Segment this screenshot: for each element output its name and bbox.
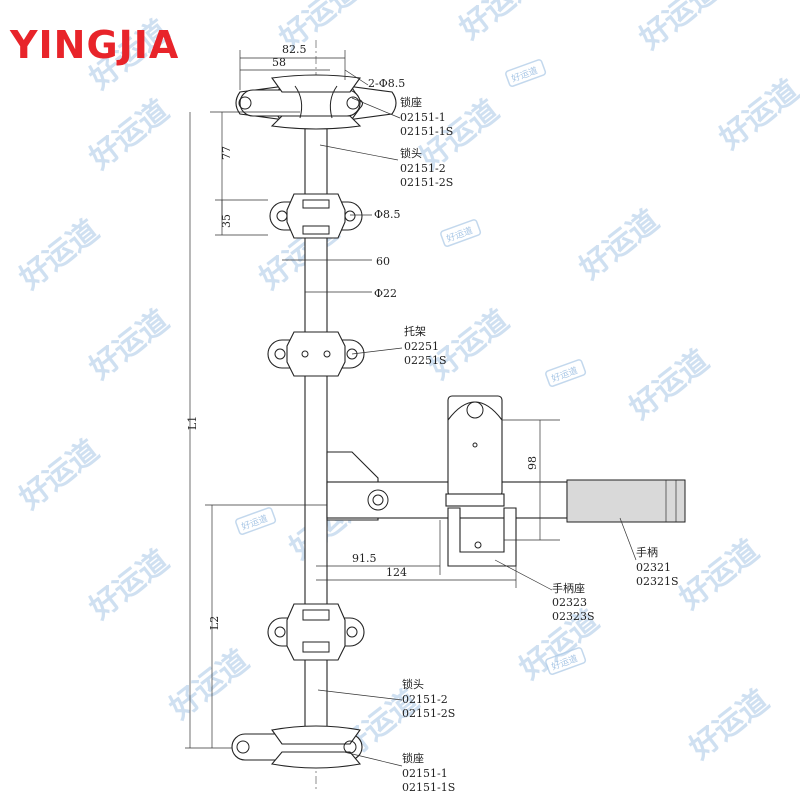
watermark-text: 好运道 (453, 0, 546, 47)
callout-code: 02251S (404, 354, 447, 367)
callout-name: 锁座 (402, 751, 424, 765)
handle-mount (326, 395, 568, 567)
leader-lines (317, 69, 637, 767)
watermark-text: 好运道 (83, 303, 176, 387)
dim-91-5: 91.5 (352, 552, 377, 565)
callout-lock-seat-bottom: 锁座 02151-1 02151-1S (402, 751, 455, 794)
lock-seat-top (235, 74, 397, 130)
watermark-badge: 好运道 (440, 219, 482, 247)
lock-head-bottom (267, 603, 365, 661)
callout-name: 手柄 (636, 545, 658, 559)
watermark-badge: 好运道 (505, 59, 547, 87)
brand-logo: YINGJIA (9, 23, 179, 67)
callout-name: 手柄座 (552, 581, 585, 595)
watermark-text: 好运道 (13, 213, 106, 297)
dim-124: 124 (386, 566, 407, 579)
dim-hole-8-5: Φ8.5 (374, 208, 401, 221)
watermark-text: 好运道 (683, 683, 776, 767)
dim-35: 35 (220, 214, 233, 228)
dim-98: 98 (526, 456, 539, 470)
callout-code: 02151-2S (402, 707, 455, 720)
dim-82-5: 82.5 (282, 43, 307, 56)
callout-handle-seat: 手柄座 02323 02323S (552, 581, 595, 623)
watermark-text: 好运道 (673, 533, 766, 617)
callout-lock-head-top: 锁头 02151-2 02151-2S (400, 146, 453, 189)
callout-code: 02321 (636, 561, 671, 574)
callout-handle: 手柄 02321 02321S (636, 545, 679, 588)
callout-name: 托架 (404, 324, 426, 338)
watermark-text: 好运道 (713, 73, 800, 157)
dim-L1: L1 (186, 416, 199, 430)
callout-bracket: 托架 02251 02251S (404, 324, 447, 367)
lock-seat-bottom (231, 725, 363, 769)
watermark-badge: 好运道 (235, 507, 277, 535)
watermark-text: 好运道 (13, 433, 106, 517)
callout-name: 锁座 (400, 95, 422, 109)
lock-head-top (269, 193, 363, 239)
callout-name: 锁头 (400, 146, 422, 160)
callout-code: 02151-1S (400, 125, 453, 138)
callout-code: 02151-1 (402, 767, 448, 780)
callout-code: 02151-2 (400, 162, 446, 175)
callout-code: 02151-2 (402, 693, 448, 706)
callout-code: 02321S (636, 575, 679, 588)
watermark-text: 好运道 (633, 0, 726, 57)
callout-name: 锁头 (402, 677, 424, 691)
watermark-text: 好运道 (83, 93, 176, 177)
callout-lock-head-bottom: 锁头 02151-2 02151-2S (402, 677, 455, 720)
watermark-text: 好运道 (163, 643, 256, 727)
callout-code: 02151-1S (402, 781, 455, 794)
dim-58: 58 (272, 56, 286, 69)
dim-77: 77 (220, 146, 233, 160)
callout-code: 02151-1 (400, 111, 446, 124)
callout-code: 02323 (552, 596, 587, 609)
dimension-lines (185, 50, 560, 749)
watermark-badge: 好运道 (545, 359, 587, 387)
watermark-text: 好运道 (83, 543, 176, 627)
callout-code: 02323S (552, 610, 595, 623)
callout-lock-seat-top: 锁座 02151-1 02151-1S (400, 95, 453, 138)
callout-code: 02151-2S (400, 176, 453, 189)
watermark-text: 好运道 (573, 203, 666, 287)
bracket-middle (267, 331, 365, 377)
dim-rod-22: Φ22 (374, 287, 397, 300)
dim-L2: L2 (208, 616, 221, 630)
watermark-text: 好运道 (623, 343, 716, 427)
dim-60: 60 (376, 255, 390, 268)
callout-code: 02251 (404, 340, 439, 353)
handle-bar (566, 479, 686, 523)
dim-top-holes: 2-Φ8.5 (368, 77, 405, 90)
